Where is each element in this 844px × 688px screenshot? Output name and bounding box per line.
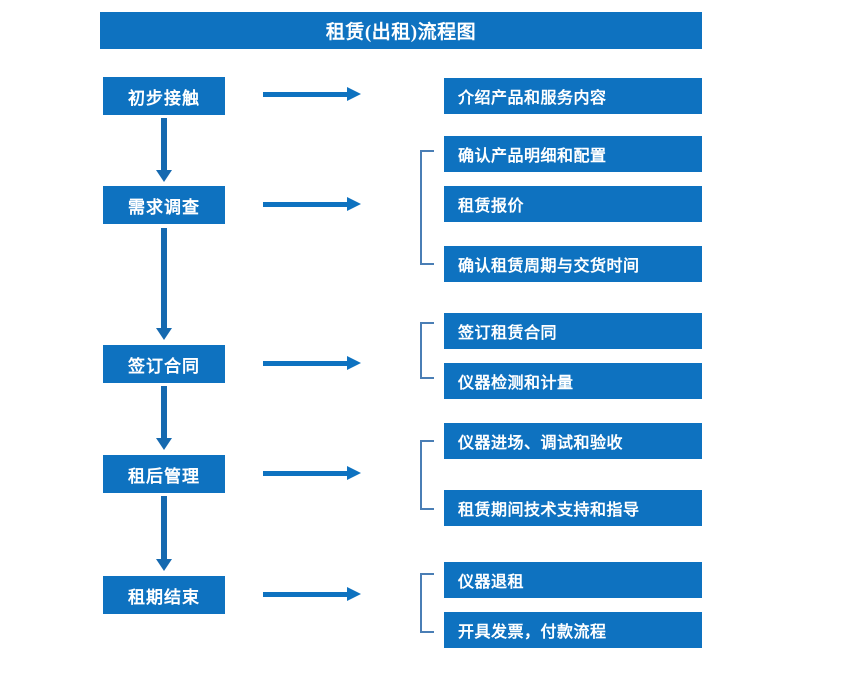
- horizontal-arrow-2: [263, 197, 361, 211]
- arrow-shaft: [263, 592, 349, 597]
- arrow-head-icon: [347, 87, 361, 101]
- arrow-head-icon: [347, 197, 361, 211]
- group-bracket-3: [420, 322, 434, 379]
- horizontal-arrow-3: [263, 356, 361, 370]
- arrow-head-icon: [347, 587, 361, 601]
- vertical-arrow-4: [156, 496, 172, 571]
- detail-box-3[interactable]: 租赁报价: [444, 186, 702, 222]
- vertical-arrow-2: [156, 228, 172, 340]
- arrow-shaft: [263, 92, 349, 97]
- horizontal-arrow-4: [263, 466, 361, 480]
- horizontal-arrow-5: [263, 587, 361, 601]
- detail-box-7[interactable]: 仪器进场、调试和验收: [444, 423, 702, 459]
- vertical-arrow-1: [156, 118, 172, 182]
- arrow-head-icon: [347, 356, 361, 370]
- arrow-shaft: [161, 496, 167, 560]
- arrow-shaft: [161, 228, 167, 329]
- detail-box-6[interactable]: 仪器检测和计量: [444, 363, 702, 399]
- detail-box-2[interactable]: 确认产品明细和配置: [444, 136, 702, 172]
- arrow-head-icon: [156, 328, 172, 340]
- detail-box-1[interactable]: 介绍产品和服务内容: [444, 78, 702, 114]
- stage-box-3[interactable]: 签订合同: [103, 345, 225, 383]
- arrow-head-icon: [156, 170, 172, 182]
- detail-box-8[interactable]: 租赁期间技术支持和指导: [444, 490, 702, 526]
- arrow-head-icon: [156, 438, 172, 450]
- arrow-shaft: [263, 361, 349, 366]
- group-bracket-5: [420, 573, 434, 633]
- arrow-shaft: [263, 202, 349, 207]
- stage-box-5[interactable]: 租期结束: [103, 576, 225, 614]
- detail-box-10[interactable]: 开具发票，付款流程: [444, 612, 702, 648]
- group-bracket-4: [420, 440, 434, 510]
- page-title: 租赁(出租)流程图: [100, 12, 702, 49]
- stage-box-4[interactable]: 租后管理: [103, 455, 225, 493]
- detail-box-9[interactable]: 仪器退租: [444, 562, 702, 598]
- stage-box-1[interactable]: 初步接触: [103, 77, 225, 115]
- arrow-head-icon: [156, 559, 172, 571]
- detail-box-5[interactable]: 签订租赁合同: [444, 313, 702, 349]
- arrow-shaft: [263, 471, 349, 476]
- stage-box-2[interactable]: 需求调查: [103, 186, 225, 224]
- detail-box-4[interactable]: 确认租赁周期与交货时间: [444, 246, 702, 282]
- group-bracket-2: [420, 150, 434, 265]
- arrow-head-icon: [347, 466, 361, 480]
- vertical-arrow-3: [156, 386, 172, 450]
- arrow-shaft: [161, 118, 167, 171]
- arrow-shaft: [161, 386, 167, 439]
- horizontal-arrow-1: [263, 87, 361, 101]
